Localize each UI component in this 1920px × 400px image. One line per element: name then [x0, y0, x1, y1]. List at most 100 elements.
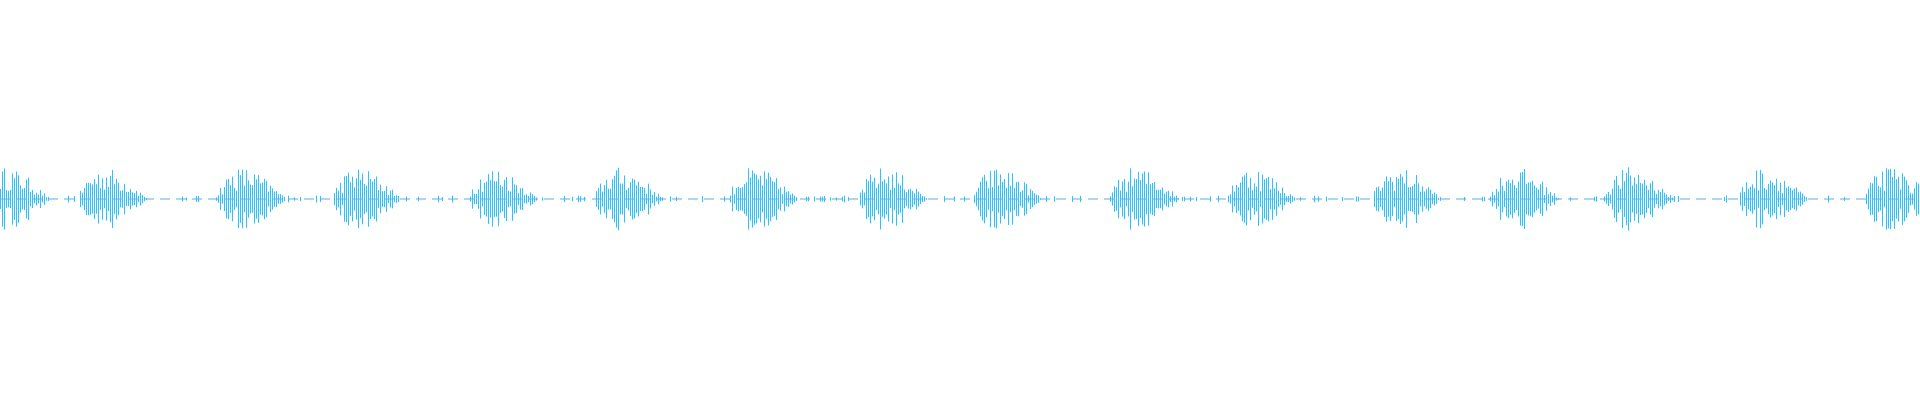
waveform-bar [1230, 194, 1231, 204]
waveform-bar [602, 191, 603, 207]
waveform-bar [1412, 186, 1413, 212]
waveform-bar [12, 173, 13, 225]
waveform-bar [1614, 180, 1615, 218]
waveform-bar [868, 180, 869, 218]
waveform-bar [1398, 178, 1399, 220]
waveform-bar [236, 190, 237, 208]
waveform-bar [1182, 197, 1183, 201]
waveform-bar [108, 186, 109, 212]
waveform-bar [702, 195, 703, 203]
waveform-bar [1166, 191, 1167, 207]
waveform-bar [388, 194, 389, 204]
waveform-bar [614, 175, 615, 223]
waveform-bar [1246, 172, 1247, 226]
waveform-bar [1844, 197, 1845, 201]
waveform-bar [1570, 197, 1571, 201]
waveform-bar [1262, 174, 1263, 224]
waveform-bar [1280, 193, 1281, 205]
waveform-bar [1416, 175, 1417, 223]
waveform-bar [482, 191, 483, 207]
waveform-bar [470, 196, 471, 202]
waveform-bar [82, 192, 83, 206]
waveform-bar [1596, 196, 1597, 202]
waveform-bar [1264, 179, 1265, 219]
waveform-bar [528, 195, 529, 203]
waveform-bar [526, 194, 527, 204]
waveform-bar [924, 196, 925, 202]
waveform-bar [252, 185, 253, 213]
waveform-bar [612, 179, 613, 219]
waveform-bar [1900, 189, 1901, 209]
waveform-bar [1536, 187, 1537, 211]
waveform-bar [16, 171, 17, 227]
waveform-bar [1292, 195, 1293, 203]
waveform-bar [518, 192, 519, 206]
waveform-bar [1790, 187, 1791, 211]
waveform-bar [1408, 187, 1409, 211]
waveform-bar [1906, 180, 1907, 218]
waveform-bar [342, 192, 343, 206]
waveform-bar [1004, 178, 1005, 220]
waveform-bar [844, 195, 845, 203]
waveform-bar [1870, 182, 1871, 216]
waveform-bar [616, 170, 617, 228]
waveform-bar [392, 189, 393, 209]
waveform-bar [670, 196, 671, 202]
waveform-bar [1158, 189, 1159, 209]
waveform-bar [1742, 187, 1743, 211]
waveform-bar [382, 191, 383, 207]
waveform-bar [1008, 172, 1009, 226]
waveform-bar [598, 188, 599, 210]
waveform-bar [1378, 186, 1379, 212]
waveform-bar [606, 179, 607, 219]
waveform-bar [1240, 182, 1241, 216]
waveform-bar [370, 178, 371, 220]
waveform-bar [438, 195, 439, 203]
waveform-bar [1872, 183, 1873, 215]
waveform-bar [874, 177, 875, 221]
waveform-bar [116, 178, 117, 220]
waveform-bar [1904, 176, 1905, 222]
waveform-bar [724, 196, 725, 202]
waveform-bar [1034, 193, 1035, 205]
waveform-bar [864, 192, 865, 206]
waveform-bar [1440, 197, 1441, 201]
waveform-bar [624, 175, 625, 223]
waveform-bar [32, 190, 33, 208]
waveform-bar [1238, 187, 1239, 211]
waveform-bar [480, 179, 481, 219]
waveform-bar [1896, 179, 1897, 219]
waveform-bar [766, 179, 767, 219]
waveform-bar [1658, 189, 1659, 209]
waveform-bar [1464, 196, 1465, 202]
waveform-bar [68, 195, 69, 203]
waveform-bar [44, 193, 45, 205]
waveform-bar [360, 179, 361, 219]
waveform-bar [1248, 187, 1249, 211]
waveform-bar [534, 195, 535, 203]
waveform-bar [500, 185, 501, 213]
waveform-bar [1318, 196, 1319, 202]
waveform-bar [1418, 183, 1419, 215]
waveform-bar [344, 176, 345, 222]
waveform-bar [1766, 189, 1767, 209]
waveform-bar [1164, 193, 1165, 205]
waveform-bar [340, 182, 341, 216]
waveform-bar [248, 180, 249, 218]
waveform-bar [1542, 181, 1543, 217]
waveform-bar [1512, 179, 1513, 219]
waveform-bar [650, 189, 651, 209]
waveform-bar [272, 188, 273, 210]
waveform-bar [910, 188, 911, 210]
waveform-bar [1424, 191, 1425, 207]
waveform-bar [1118, 179, 1119, 219]
waveform-bar [1154, 182, 1155, 216]
waveform-bar [316, 195, 317, 203]
waveform-bar [1012, 173, 1013, 225]
waveform-bar [1754, 188, 1755, 210]
waveform-bar [1784, 180, 1785, 218]
waveform-bar [1414, 183, 1415, 215]
waveform-bar [1798, 192, 1799, 206]
waveform-bar [130, 188, 131, 210]
